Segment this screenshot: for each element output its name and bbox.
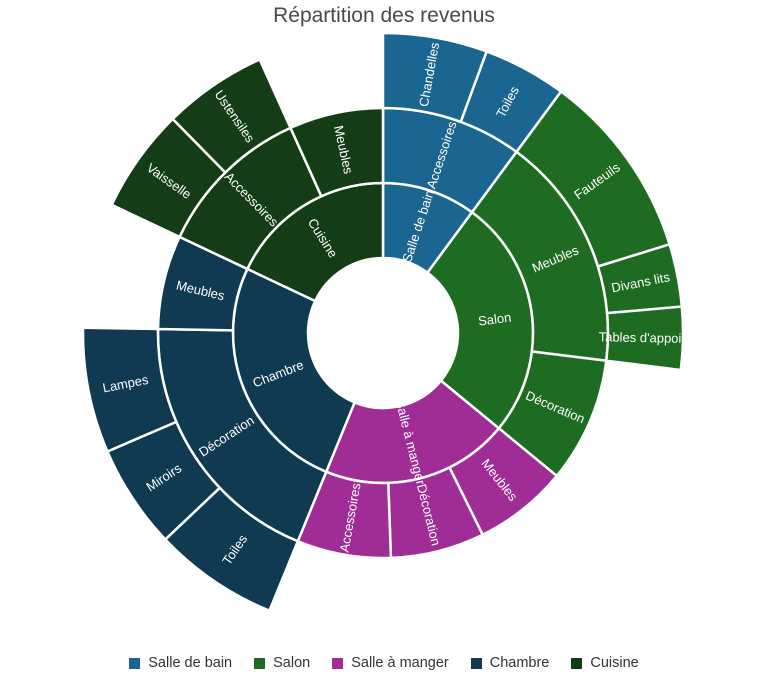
legend-label: Chambre — [489, 655, 550, 671]
segment-chambre-decoration-lampes[interactable] — [81, 326, 178, 454]
segment-salon-meubles-tables-d-appoint[interactable] — [604, 305, 685, 372]
chart-legend: Salle de bain Salon Salle à manger Chambre C… — [0, 655, 768, 671]
legend-swatch — [254, 657, 266, 669]
legend-swatch — [571, 657, 583, 669]
legend-item-salle-de-bain[interactable]: Salle de bain — [129, 655, 232, 671]
legend-item-salle-a-manger[interactable]: Salle à manger — [332, 655, 449, 671]
legend-label: Salon — [273, 655, 311, 671]
legend-label: Salle à manger — [351, 655, 449, 671]
segment-label-tables-d-appoint: Tables d'appoint — [599, 329, 693, 346]
chart-title: Répartition des revenus — [273, 4, 495, 27]
segment-cuisine-accessoires-ustensiles[interactable] — [170, 57, 293, 175]
segment-label-salon: Salon — [477, 310, 512, 329]
legend-item-salon[interactable]: Salon — [254, 655, 310, 671]
legend-swatch — [332, 657, 344, 669]
legend-swatch — [129, 657, 141, 669]
legend-item-cuisine[interactable]: Cuisine — [571, 655, 639, 671]
segment-cuisine-meubles[interactable] — [288, 106, 385, 198]
legend-item-chambre[interactable]: Chambre — [470, 655, 550, 671]
legend-label: Cuisine — [590, 655, 639, 671]
legend-label: Salle de bain — [148, 655, 233, 671]
legend-swatch — [470, 657, 482, 669]
sunburst-segments — [81, 31, 685, 613]
